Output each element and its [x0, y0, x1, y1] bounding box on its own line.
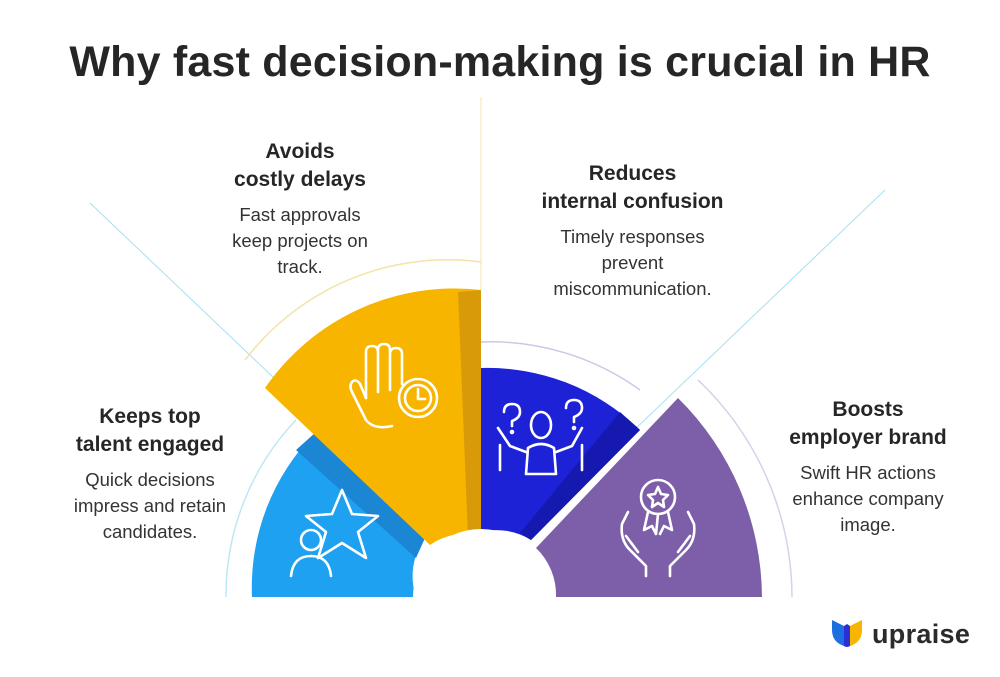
card-reduces-confusion: Reduces internal confusion Timely respon…	[520, 160, 745, 302]
upraise-logo: upraise	[830, 614, 970, 654]
logo-text: upraise	[872, 618, 971, 649]
outer-arc-top	[244, 259, 482, 361]
card-heading: Reduces internal confusion	[541, 162, 724, 213]
segment-avoids-delays	[265, 288, 481, 545]
outer-arc-right	[697, 379, 793, 598]
confused-person-icon	[496, 398, 584, 476]
segment-keeps-talent-shadow	[296, 432, 425, 558]
page-title: Why fast decision-making is crucial in H…	[69, 38, 931, 86]
outer-arc-left	[225, 419, 297, 598]
upraise-logo-icon	[832, 620, 862, 647]
person-star-icon	[289, 488, 380, 578]
segment-keeps-talent	[251, 432, 425, 597]
hand-clock-icon	[349, 342, 439, 429]
card-keeps-talent: Keeps top talent engaged Quick decisions…	[50, 403, 250, 545]
outer-arc-topright	[480, 341, 641, 391]
card-boosts-brand: Boosts employer brand Swift HR actions e…	[768, 396, 968, 538]
card-heading: Keeps top talent engaged	[75, 405, 225, 456]
card-body: Fast approvals keep projects on track.	[232, 204, 368, 277]
card-heading: Avoids costly delays	[234, 140, 366, 191]
segment-reduces-confusion-shadow	[520, 412, 640, 540]
card-avoids-delays: Avoids costly delays Fast approvals keep…	[205, 138, 395, 280]
card-body: Timely responses prevent miscommunicatio…	[553, 226, 712, 299]
guide-line-right	[607, 189, 886, 456]
segment-avoids-delays-shadow	[458, 290, 481, 537]
card-body: Quick decisions impress and retain candi…	[73, 469, 227, 542]
hands-award-icon	[620, 478, 696, 578]
card-heading: Boosts employer brand	[789, 398, 947, 449]
center-hole	[413, 529, 549, 665]
card-body: Swift HR actions enhance company image.	[792, 462, 944, 535]
